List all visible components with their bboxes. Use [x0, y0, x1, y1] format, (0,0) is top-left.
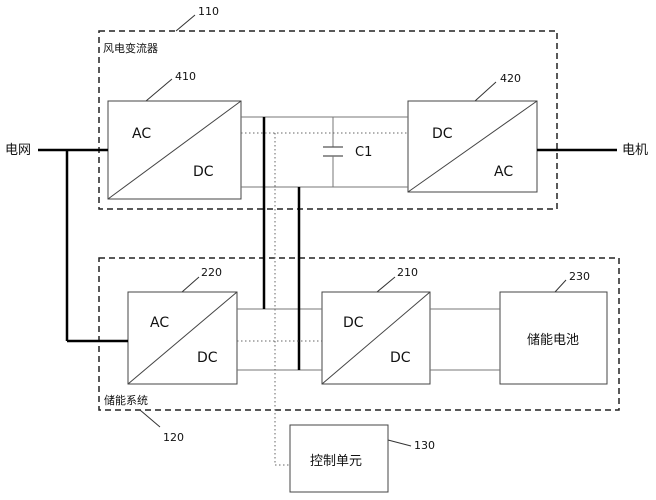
- storage-system-label: 储能系统: [104, 393, 148, 407]
- converter-220-bottom-label: DC: [197, 350, 218, 366]
- leader-420: [474, 81, 497, 102]
- ref-230: 230: [569, 270, 590, 283]
- battery-label: 储能电池: [527, 333, 579, 348]
- ref-210: 210: [397, 266, 418, 279]
- converter-220-diagonal: [127, 291, 238, 385]
- ref-130: 130: [414, 439, 435, 452]
- wind-converter-label: 风电变流器: [103, 41, 158, 55]
- leader-210: [376, 276, 396, 293]
- converter-410-diagonal: [107, 100, 242, 200]
- leader-130: [387, 439, 412, 447]
- converter-420-bottom-label: AC: [494, 164, 513, 180]
- motor-label: 电机: [622, 143, 648, 158]
- converter-410-bottom-label: DC: [193, 164, 214, 180]
- control-unit-130-box: [289, 424, 389, 493]
- converter-210-bottom-label: DC: [390, 350, 411, 366]
- control-unit-label: 控制单元: [310, 454, 362, 469]
- converter-410-top-label: AC: [132, 126, 151, 142]
- leader-220: [181, 276, 200, 293]
- converter-210-diagonal: [321, 291, 431, 385]
- converter-420-top-label: DC: [432, 126, 453, 142]
- converter-220-top-label: AC: [150, 315, 169, 331]
- ref-120: 120: [163, 431, 184, 444]
- leader-230: [554, 279, 567, 293]
- leader-410: [145, 78, 173, 102]
- wind-converter-enclosure: [98, 30, 558, 210]
- storage-system-enclosure: [98, 257, 620, 411]
- converter-420-diagonal: [407, 100, 538, 193]
- ref-220: 220: [201, 266, 222, 279]
- leader-110: [175, 14, 196, 32]
- ref-110: 110: [198, 5, 219, 18]
- battery-230-box: [499, 291, 608, 385]
- ref-410: 410: [175, 70, 196, 83]
- capacitor-label: C1: [355, 145, 372, 160]
- converter-210-top-label: DC: [343, 315, 364, 331]
- grid-label: 电网: [5, 143, 31, 158]
- leader-120: [139, 409, 161, 428]
- ref-420: 420: [500, 72, 521, 85]
